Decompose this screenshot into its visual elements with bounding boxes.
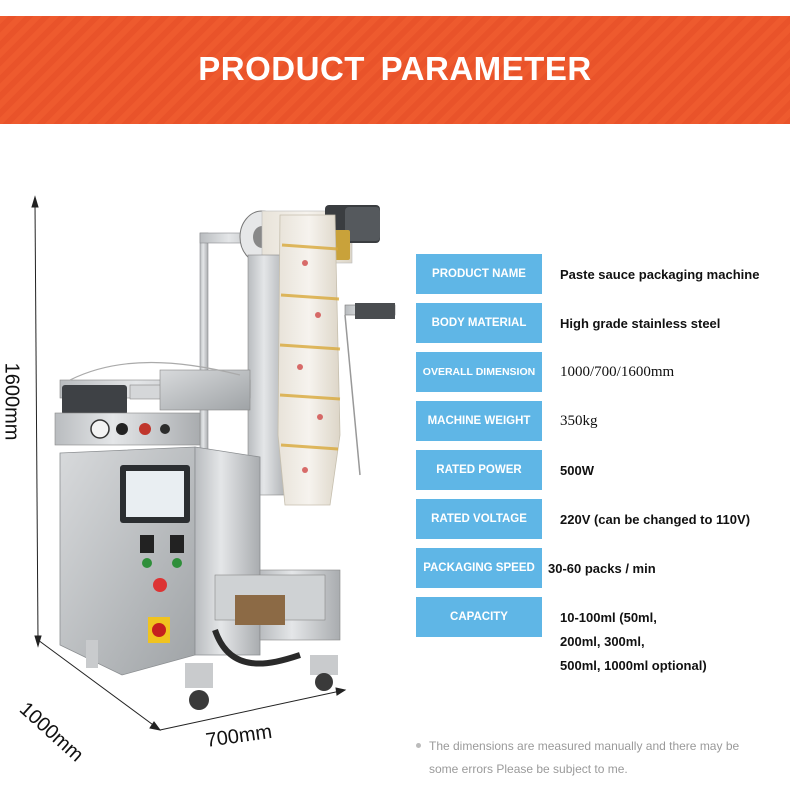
capacity-line: 10-100ml (50ml, [560, 610, 657, 625]
packaging-machine-image [31, 195, 396, 731]
dimension-note: The dimensions are measured manually and… [410, 735, 780, 781]
param-value: 30-60 packs / min [548, 560, 656, 576]
param-value: High grade stainless steel [560, 315, 721, 331]
param-label: MACHINE WEIGHT [416, 401, 542, 441]
page-title: PRODUCT PARAMETER [198, 50, 592, 87]
machine-illustration [0, 185, 410, 765]
param-label: BODY MATERIAL [416, 303, 542, 343]
param-value: 500W [560, 462, 594, 478]
param-label: RATED VOLTAGE [416, 499, 542, 539]
header-banner [0, 16, 790, 124]
param-row-machine-weight: MACHINE WEIGHT 350kg [416, 401, 790, 441]
param-row-rated-power: RATED POWER 500W [416, 450, 790, 490]
note-line: The dimensions are measured manually and… [429, 739, 740, 753]
param-row-product-name: PRODUCT NAME Paste sauce packaging machi… [416, 254, 790, 294]
param-value: 350kg [560, 412, 598, 429]
param-value-multiline: 10-100ml (50ml, 200ml, 300ml, 500ml, 100… [560, 597, 790, 677]
param-label: OVERALL DIMENSION [416, 352, 542, 392]
param-row-overall-dimension: OVERALL DIMENSION 1000/700/1600mm [416, 352, 790, 392]
param-row-packaging-speed: PACKAGING SPEED 30-60 packs / min [416, 548, 790, 588]
dimension-lines [31, 195, 347, 731]
note-line: some errors Please be subject to me. [429, 762, 628, 776]
param-value: 220V (can be changed to 110V) [560, 511, 751, 527]
param-value: Paste sauce packaging machine [560, 266, 760, 282]
param-label: PRODUCT NAME [416, 254, 542, 294]
param-row-capacity: CAPACITY 10-100ml (50ml, 200ml, 300ml, 5… [416, 597, 790, 677]
param-label: PACKAGING SPEED [416, 548, 542, 588]
height-dimension-label: 1600mm [0, 362, 23, 441]
param-value: 1000/700/1600mm [560, 363, 675, 380]
param-label: RATED POWER [416, 450, 542, 490]
param-label: CAPACITY [416, 597, 542, 637]
param-row-body-material: BODY MATERIAL High grade stainless steel [416, 303, 790, 343]
bullet-dot-icon [416, 743, 421, 749]
param-row-rated-voltage: RATED VOLTAGE 220V (can be changed to 11… [416, 499, 790, 539]
capacity-line: 500ml, 1000ml optional) [560, 658, 707, 673]
capacity-line: 200ml, 300ml, [560, 634, 645, 649]
